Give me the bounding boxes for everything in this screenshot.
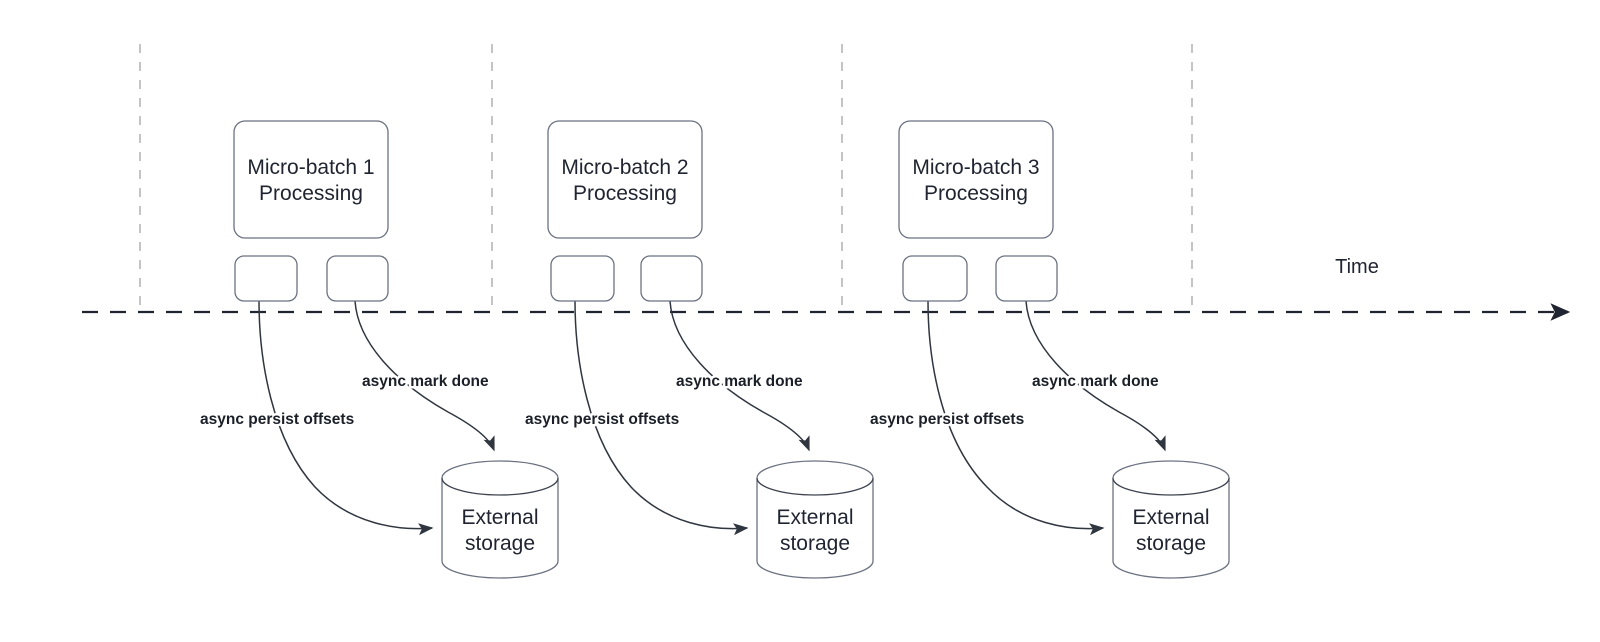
- cylinder-top-arc: [756, 477, 874, 496]
- micro-batch-box[interactable]: [898, 120, 1054, 239]
- mark-done-label-1: async mark done: [362, 373, 489, 390]
- task-marker-box[interactable]: [550, 255, 615, 302]
- micro-batch-label-line2: Processing: [924, 182, 1028, 205]
- mark-done-label-1-halo: async mark done: [362, 373, 489, 390]
- task-marker-box[interactable]: [902, 255, 968, 302]
- micro-batch-label-line2: Processing: [573, 182, 677, 205]
- time-axis-label: Time: [1335, 256, 1379, 278]
- cylinder-top-arc: [1112, 477, 1230, 496]
- micro-batch-label-line1: Micro-batch 3: [912, 156, 1039, 179]
- persist-label-2: async persist offsets: [525, 411, 679, 428]
- micro-batch-label-line2: Processing: [259, 182, 363, 205]
- async-mark-done-arrow: [354, 300, 495, 452]
- external-storage-label-line2: storage: [780, 532, 850, 555]
- mark-done-label-3-halo: async mark done: [1032, 373, 1159, 390]
- task-marker-box[interactable]: [234, 255, 298, 302]
- external-storage-label-line1: External: [1132, 506, 1209, 529]
- micro-batch-box[interactable]: [547, 120, 703, 239]
- async-mark-done-arrow: [1025, 300, 1166, 452]
- micro-batch-label-line1: Micro-batch 1: [247, 156, 374, 179]
- micro-batch-box[interactable]: [233, 120, 389, 239]
- cylinder-top-arc: [441, 477, 559, 496]
- persist-label-1: async persist offsets: [200, 411, 354, 428]
- task-marker-box[interactable]: [995, 255, 1058, 302]
- external-storage-label-line2: storage: [465, 532, 535, 555]
- external-storage-label-line1: External: [461, 506, 538, 529]
- micro-batch-label-line1: Micro-batch 2: [561, 156, 688, 179]
- external-storage-label-line1: External: [776, 506, 853, 529]
- mark-done-label-3: async mark done: [1032, 373, 1159, 390]
- external-storage-label-line2: storage: [1136, 532, 1206, 555]
- mark-done-label-2: async mark done: [676, 373, 803, 390]
- mark-done-label-2-halo: async mark done: [676, 373, 803, 390]
- async-persist-offsets-arrow: [574, 300, 749, 536]
- async-persist-offsets-arrow: [258, 300, 434, 536]
- async-persist-offsets-arrow: [927, 300, 1105, 536]
- async-mark-done-arrow: [669, 300, 810, 452]
- persist-label-3-halo: async persist offsets: [870, 411, 1024, 428]
- persist-label-3: async persist offsets: [870, 411, 1024, 428]
- task-marker-box[interactable]: [640, 255, 703, 302]
- persist-label-1-halo: async persist offsets: [200, 411, 354, 428]
- persist-label-2-halo: async persist offsets: [525, 411, 679, 428]
- task-marker-box[interactable]: [326, 255, 389, 302]
- timeline-tick-group: [139, 44, 1193, 312]
